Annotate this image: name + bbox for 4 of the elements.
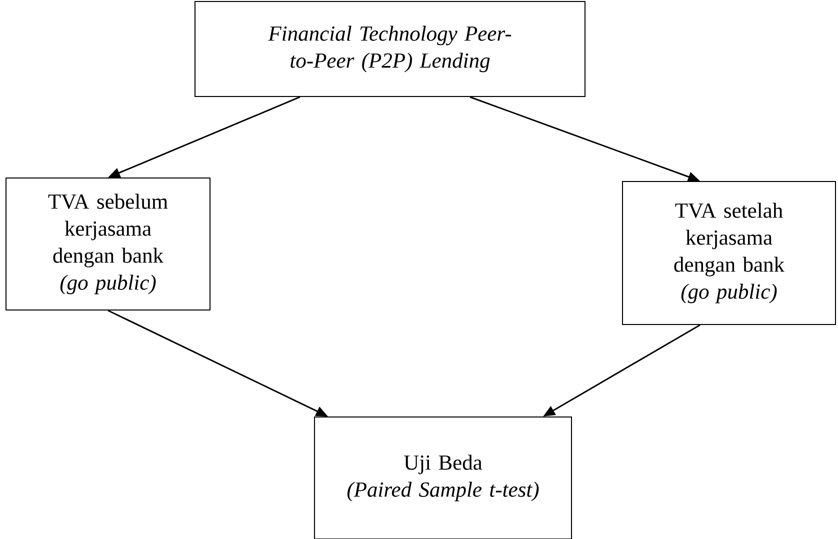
process-box: TVA setelah kerjasama dengan bank (go public)	[622, 181, 836, 325]
process-box: Uji Beda (Paired Sample t-test)	[314, 416, 572, 539]
process-box: TVA sebelum kerjasama dengan bank (go public)	[6, 178, 210, 310]
process-box: Financial Technology Peer-to-Peer (P2P) Lending	[194, 1, 586, 97]
